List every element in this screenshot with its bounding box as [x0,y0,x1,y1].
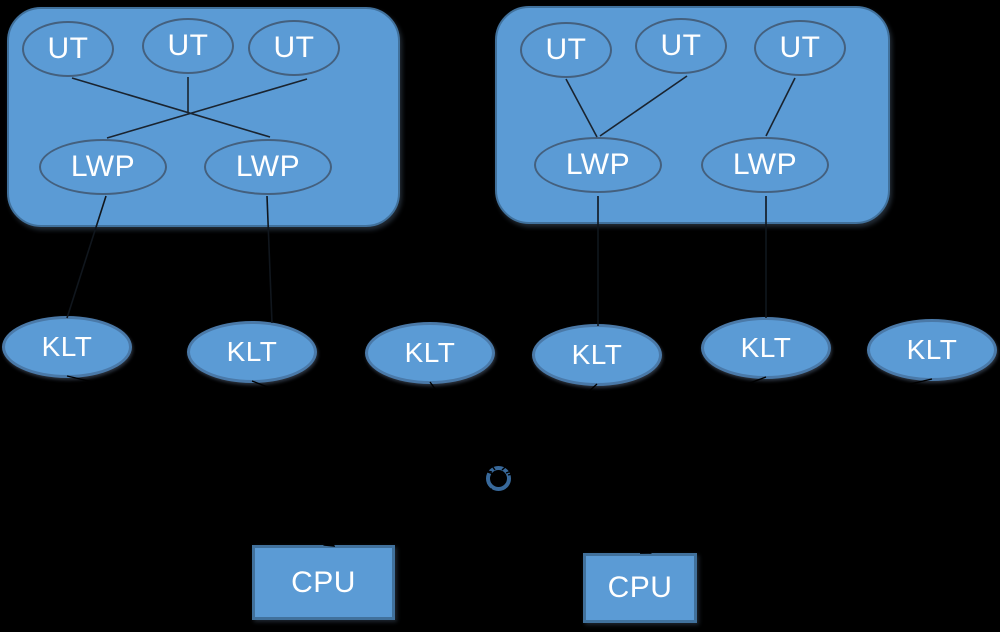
connector-klt6-scheduler [507,378,933,476]
kernel-thread-ellipse: KLT [2,316,132,378]
user-thread-ellipse: UT [142,18,234,74]
kernel-thread-ellipse: KLT [187,321,317,383]
user-thread-ellipse: UT [635,18,727,74]
connector-klt2-scheduler [251,380,494,475]
user-thread-ellipse: UT [248,20,340,76]
user-thread-ellipse: UT [520,22,612,78]
cpu-box: CPU [583,553,697,623]
klt-scheduler-connectors [66,375,933,476]
lwp-ellipse: LWP [534,137,662,193]
kernel-thread-ellipse: KLT [701,317,831,379]
lwp-ellipse: LWP [204,139,332,195]
cpu-box: CPU [252,545,395,620]
lwp-ellipse: LWP [39,139,167,195]
connector-klt3-scheduler [429,381,496,471]
kernel-thread-ellipse: KLT [365,322,495,384]
connector-klt5-scheduler [505,376,767,474]
kernel-thread-ellipse: KLT [532,324,662,386]
connector-klt1-scheduler [66,375,493,473]
user-thread-ellipse: UT [22,21,114,77]
user-thread-ellipse: UT [754,20,846,76]
arrow-scheduler-cpu1 [323,488,493,547]
kernel-thread-ellipse: KLT [867,319,997,381]
scheduler-circle-icon [486,466,511,491]
arrow-scheduler-cpu2 [505,488,652,554]
scheduler-cpu-arrows [323,488,652,554]
lwp-ellipse: LWP [701,137,829,193]
connector-klt4-scheduler [501,383,598,471]
